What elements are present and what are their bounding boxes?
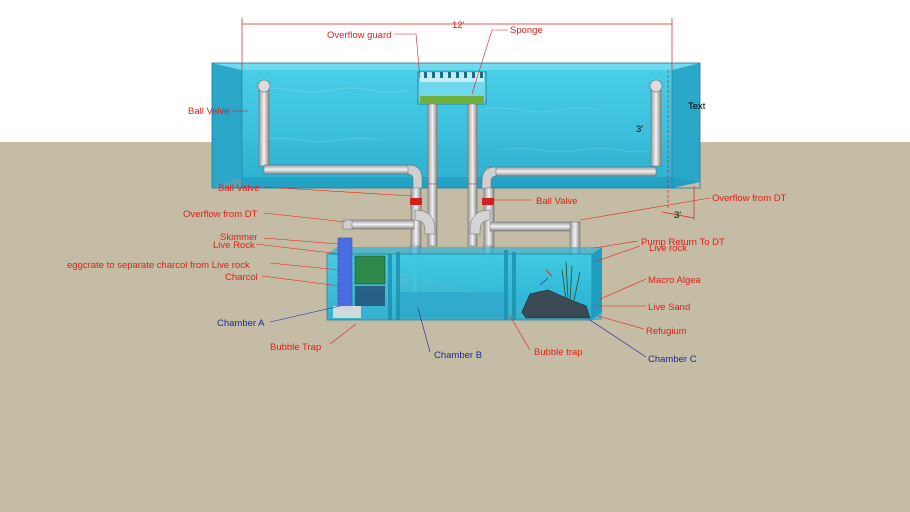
- label-ball-valve-tank: Ball Valve: [188, 106, 230, 117]
- label-sponge: Sponge: [510, 25, 543, 36]
- label-chamber-c: Chamber C: [648, 354, 697, 365]
- label-overflow-dt-left: Overflow from DT: [183, 209, 258, 220]
- overflow-guard: [420, 72, 484, 82]
- label-bubble-trap-right: Bubble trap: [534, 347, 583, 358]
- tank-bottom-face: [212, 177, 700, 188]
- label-charcol: Charcol: [225, 272, 258, 283]
- overflow-box: [417, 71, 487, 105]
- label-bubble-trap-left: Bubble Trap: [270, 342, 321, 353]
- dimension-lines: [241, 18, 695, 220]
- dim-height: 3': [636, 124, 643, 135]
- label-live-sand: Live Sand: [648, 302, 690, 313]
- chamber-b-water: [400, 292, 504, 318]
- label-macro-algea: Macro Algea: [648, 275, 702, 286]
- charcol: [355, 286, 385, 306]
- ball-valve-right: [482, 198, 494, 205]
- label-chamber-b: Chamber B: [434, 350, 482, 361]
- dim-depth: 3': [674, 210, 681, 221]
- label-refugium: Refugium: [646, 326, 687, 337]
- leader-lines: [232, 29, 711, 351]
- label-ball-valve-right: Ball Valve: [536, 196, 578, 207]
- ground-background: [0, 142, 910, 512]
- label-pump-return: Pump Return To DT: [641, 237, 725, 248]
- tank-pipes: [257, 79, 663, 190]
- dim-length: 12': [452, 20, 465, 31]
- label-live-rock-right: Live rock: [649, 243, 687, 254]
- live-rock: [521, 289, 591, 319]
- label-overflow-guard: Overflow guard: [327, 30, 391, 41]
- label-eggcrate: eggcrate to separate charcol from Live r…: [67, 260, 250, 271]
- label-text-marker: Text: [688, 101, 706, 112]
- label-overflow-dt-right: Overflow from DT: [712, 193, 787, 204]
- tank-back-face: [212, 63, 700, 70]
- label-ball-valve-left: Ball Valve: [218, 183, 260, 194]
- label-skimmer: Skimmer: [220, 232, 257, 243]
- tank-right-face: [672, 63, 700, 188]
- skimmer-body: [337, 237, 353, 311]
- label-live-rock-left: Live Rock: [213, 240, 255, 251]
- ball-valve-left: [410, 198, 422, 205]
- tank-left-face: [212, 63, 242, 188]
- sponge: [420, 96, 484, 103]
- sump: [326, 237, 602, 321]
- label-chamber-a: Chamber A: [217, 318, 265, 329]
- eggcrate: [354, 255, 386, 285]
- leader-lines-blue: [269, 305, 647, 358]
